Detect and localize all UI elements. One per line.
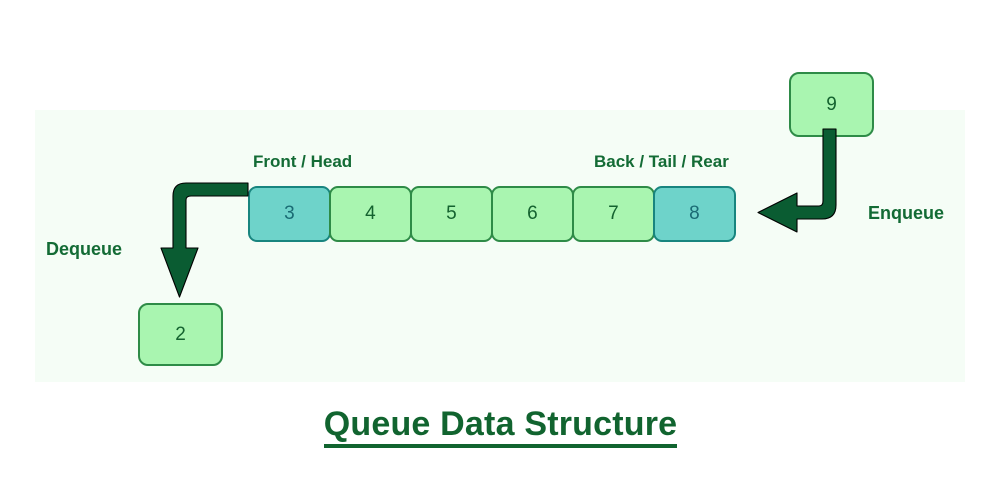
dequeue-element-box: 2 (138, 303, 223, 366)
elbow-arrow-down-icon (160, 182, 249, 298)
queue-cell: 4 (329, 186, 412, 242)
dequeue-label: Dequeue (46, 239, 123, 259)
queue-cell: 8 (653, 186, 736, 242)
diagram-title-text: Queue Data Structure (323, 405, 678, 448)
queue-cell: 7 (572, 186, 655, 242)
back-tail-rear-label: Back / Tail / Rear (594, 152, 729, 171)
enqueue-label: Enqueue (868, 203, 945, 223)
front-head-label: Front / Head (253, 152, 353, 171)
queue-cell: 3 (248, 186, 331, 242)
diagram-title: Queue Data Structure (0, 405, 1001, 448)
enqueue-element-box: 9 (789, 72, 874, 137)
queue-cell: 6 (491, 186, 574, 242)
queue-cell: 5 (410, 186, 493, 242)
elbow-arrow-left-icon (757, 128, 837, 233)
queue-cell-row: 3 4 5 6 7 8 (248, 186, 736, 242)
